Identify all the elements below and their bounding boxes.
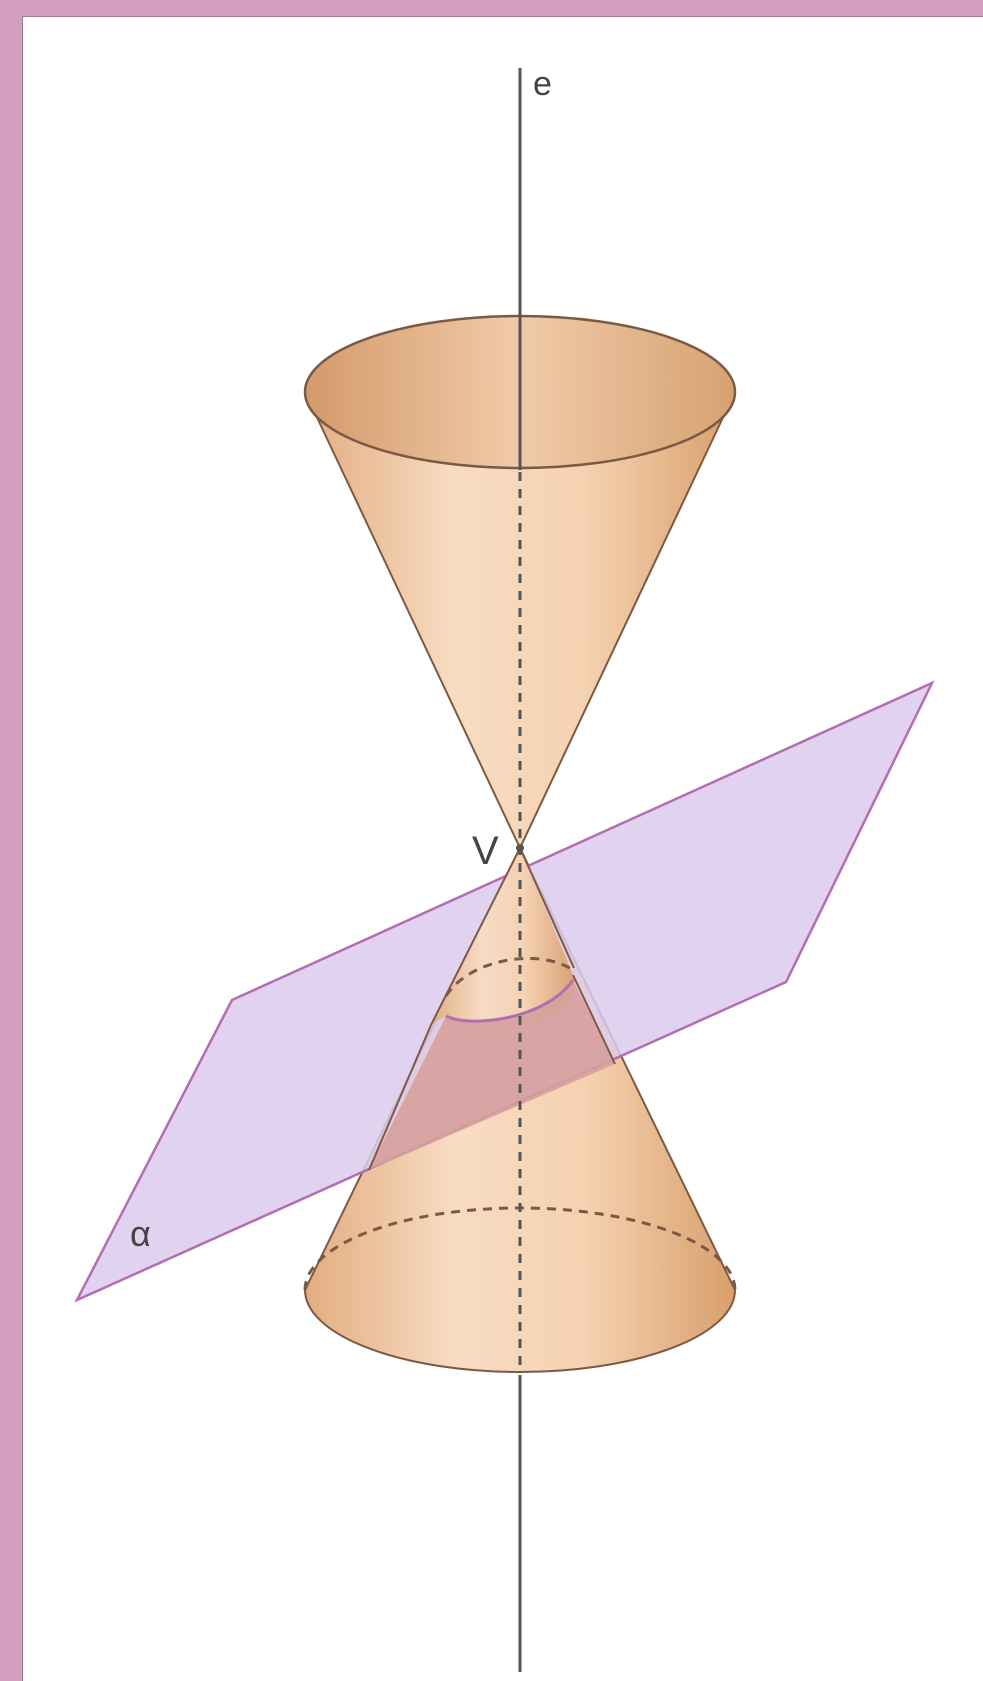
axis-label: e [533, 65, 552, 103]
vertex-point [516, 844, 524, 852]
conic-section-region [369, 980, 615, 1170]
section-curve [445, 979, 575, 1023]
plane-label: α [130, 1213, 151, 1254]
cone-above-plane [430, 847, 575, 1030]
vertex-label: V [472, 829, 499, 873]
